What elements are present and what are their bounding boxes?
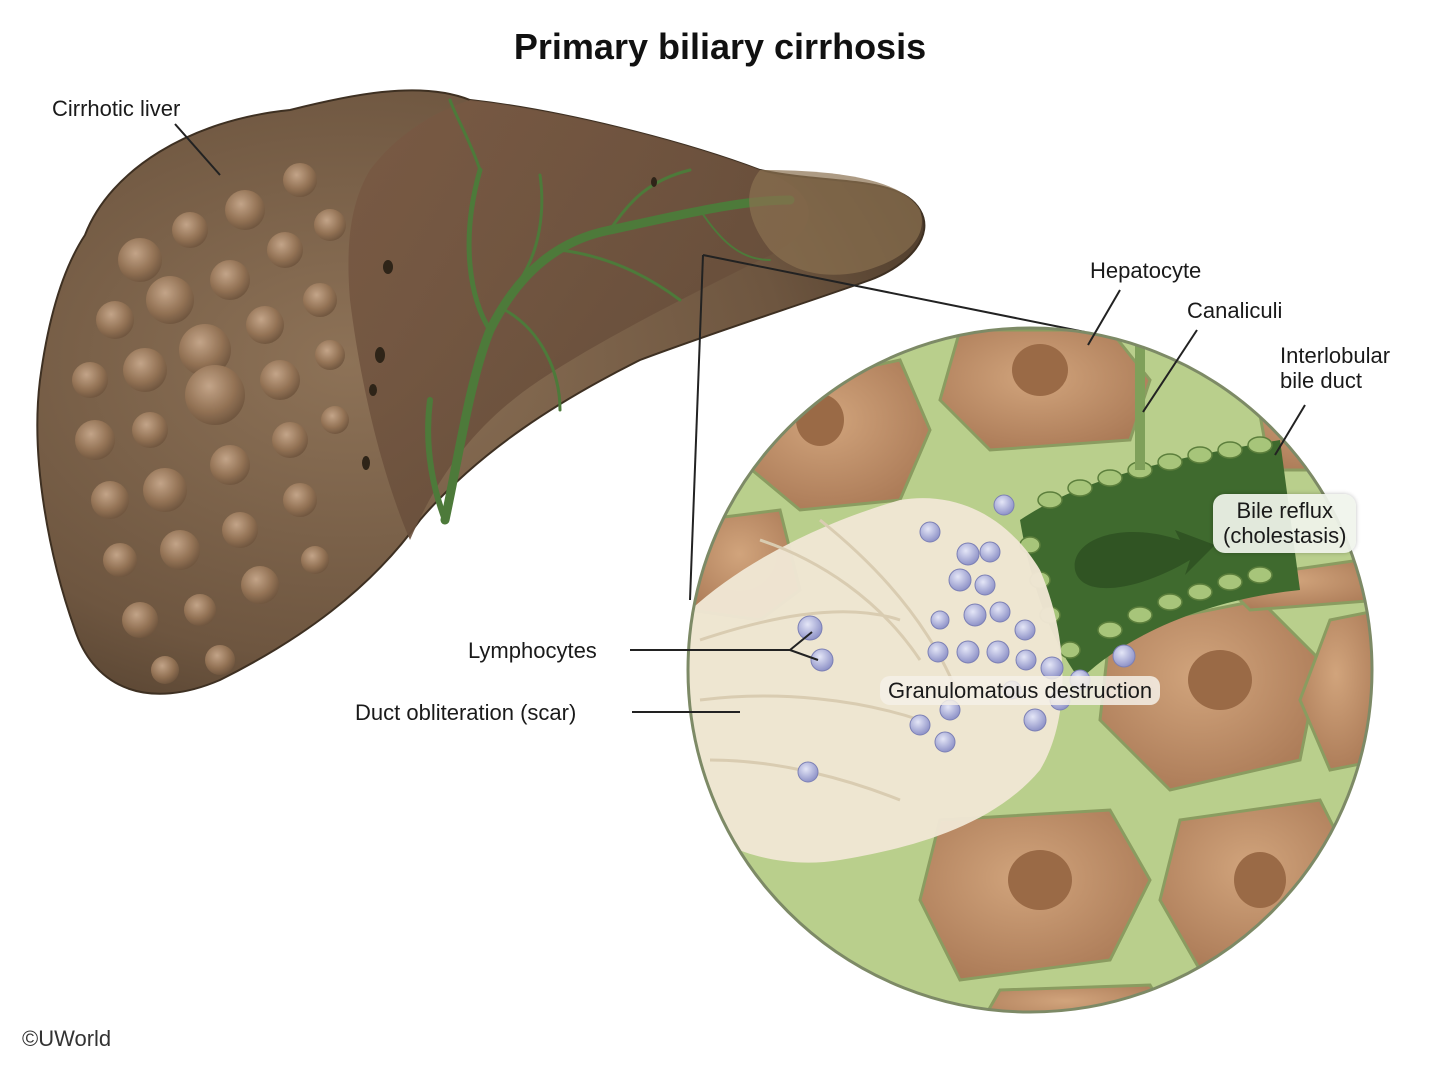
bile-duct-tree (425, 98, 795, 525)
page-title: Primary biliary cirrhosis (513, 26, 927, 67)
label-interlobular-line2: bile duct (1280, 368, 1362, 394)
zoom-lines (689, 254, 1086, 601)
label-bile-reflux-line2: (cholestasis) (1223, 523, 1347, 549)
label-canaliculi: Canaliculi (1187, 298, 1283, 323)
label-duct-obliteration: Duct obliteration (scar) (355, 700, 577, 725)
label-granulomatous-destruction: Granulomatous destruction (880, 676, 1161, 706)
vessel-openings (362, 177, 657, 470)
label-interlobular-line1: Interlobular (1280, 343, 1391, 368)
canaliculus (1135, 330, 1145, 470)
copyright-notice: ©UWorld (22, 1026, 112, 1051)
label-hepatocyte: Hepatocyte (1090, 258, 1202, 283)
regenerative-nodules (72, 163, 349, 684)
cirrhotic-liver (36, 89, 926, 695)
hepatocyte-nuclei (796, 344, 1318, 910)
leader-lines (174, 123, 1306, 713)
label-cirrhotic-liver: Cirrhotic liver (52, 96, 181, 121)
label-bile-reflux: Bile reflux (cholestasis) (1213, 494, 1357, 553)
label-interlobular-bile-duct: Interlobular bile duct (1280, 343, 1390, 394)
label-lymphocytes: Lymphocytes (468, 638, 597, 663)
label-bile-reflux-line1: Bile reflux (1236, 498, 1334, 523)
